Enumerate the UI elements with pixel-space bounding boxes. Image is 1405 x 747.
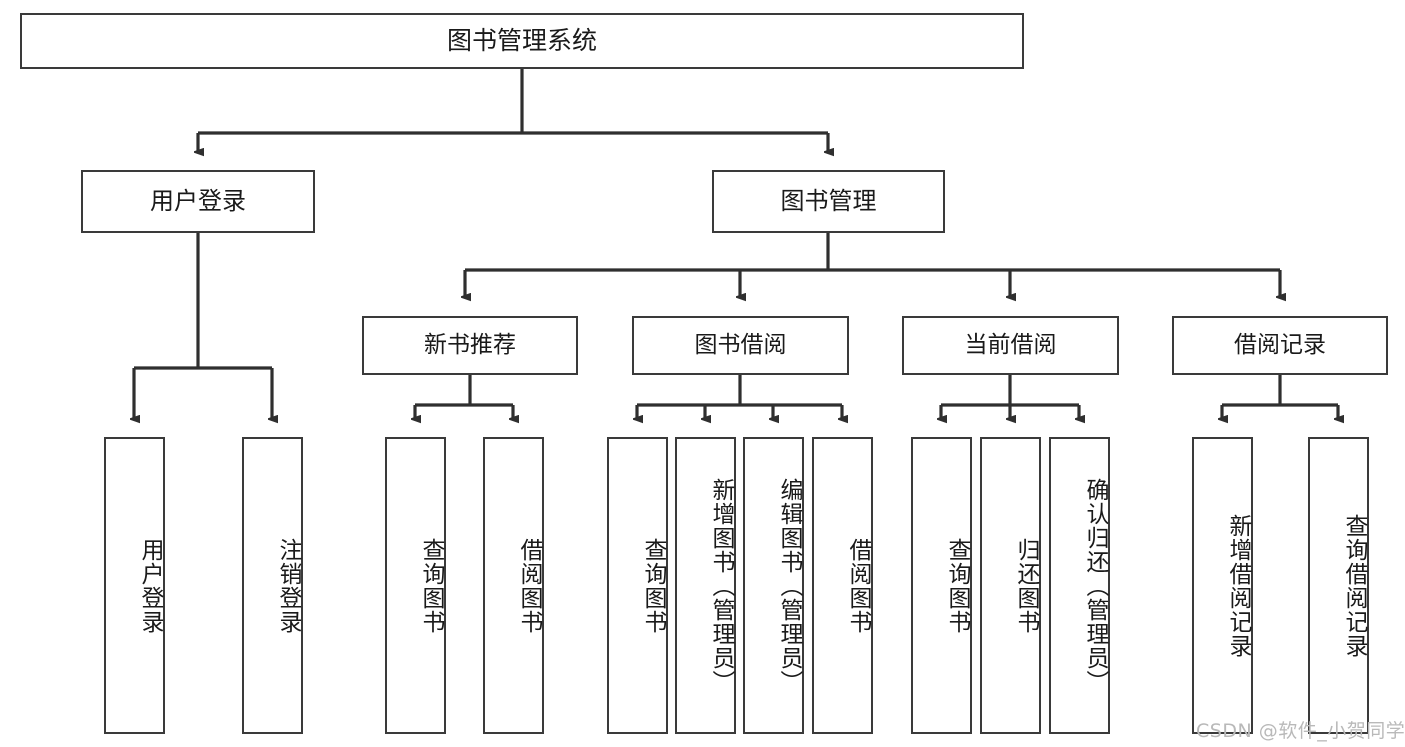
node-root[interactable]: 图书管理系统 — [20, 13, 1024, 69]
node-leaf-user-login[interactable]: 用户登录 — [104, 437, 165, 734]
node-leaf-query-book-1-label: 查询图书 — [418, 537, 444, 634]
node-leaf-query-book-2[interactable]: 查询图书 — [607, 437, 668, 734]
node-leaf-edit-book[interactable]: 编辑图书（管理员） — [743, 437, 804, 734]
node-leaf-edit-book-label: 编辑图书（管理员） — [776, 477, 802, 694]
node-leaf-query-record[interactable]: 查询借阅记录 — [1308, 437, 1369, 734]
node-user-login-label: 用户登录 — [150, 187, 246, 216]
node-book-borrow-label: 图书借阅 — [694, 331, 787, 358]
node-leaf-query-book-1[interactable]: 查询图书 — [385, 437, 446, 734]
node-leaf-add-book[interactable]: 新增图书（管理员） — [675, 437, 736, 734]
node-leaf-confirm-return-label: 确认归还（管理员） — [1082, 477, 1108, 694]
node-leaf-borrow-book-1[interactable]: 借阅图书 — [483, 437, 544, 734]
node-leaf-logout-login-label: 注销登录 — [275, 537, 301, 634]
node-user-login[interactable]: 用户登录 — [81, 170, 315, 233]
node-borrow-record[interactable]: 借阅记录 — [1172, 316, 1388, 375]
node-book-borrow[interactable]: 图书借阅 — [632, 316, 849, 375]
node-leaf-return-book-label: 归还图书 — [1013, 537, 1039, 634]
node-leaf-query-record-label: 查询借阅记录 — [1341, 513, 1367, 658]
node-leaf-add-record[interactable]: 新增借阅记录 — [1192, 437, 1253, 734]
node-leaf-borrow-book-1-label: 借阅图书 — [516, 537, 542, 634]
node-leaf-logout-login[interactable]: 注销登录 — [242, 437, 303, 734]
node-leaf-return-book[interactable]: 归还图书 — [980, 437, 1041, 734]
csdn-watermark: CSDN @软件_小贺同学 — [1196, 720, 1405, 742]
node-leaf-add-record-label: 新增借阅记录 — [1225, 513, 1251, 658]
node-leaf-query-book-3[interactable]: 查询图书 — [911, 437, 972, 734]
node-leaf-user-login-label: 用户登录 — [137, 537, 163, 634]
node-leaf-query-book-3-label: 查询图书 — [944, 537, 970, 634]
node-new-book-recommend-label: 新书推荐 — [424, 331, 516, 358]
node-root-label: 图书管理系统 — [446, 26, 597, 56]
node-borrow-record-label: 借阅记录 — [1234, 331, 1326, 358]
node-leaf-confirm-return[interactable]: 确认归还（管理员） — [1049, 437, 1110, 734]
node-book-manage-label: 图书管理 — [780, 187, 877, 216]
node-leaf-borrow-book-2-label: 借阅图书 — [845, 537, 871, 634]
node-leaf-add-book-label: 新增图书（管理员） — [708, 477, 734, 694]
node-book-manage[interactable]: 图书管理 — [712, 170, 945, 233]
node-leaf-query-book-2-label: 查询图书 — [640, 537, 666, 634]
node-leaf-borrow-book-2[interactable]: 借阅图书 — [812, 437, 873, 734]
node-current-borrow[interactable]: 当前借阅 — [902, 316, 1119, 375]
node-new-book-recommend[interactable]: 新书推荐 — [362, 316, 578, 375]
node-current-borrow-label: 当前借阅 — [964, 331, 1057, 358]
